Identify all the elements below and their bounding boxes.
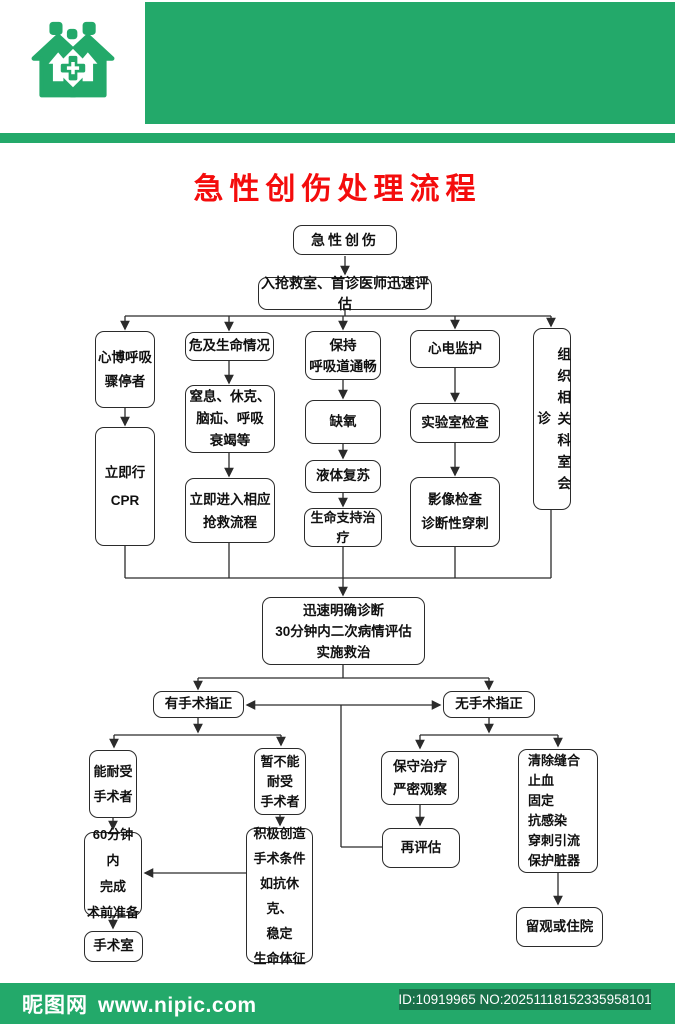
node-hypoxia: 缺氧 <box>305 400 381 444</box>
node-not-tolerate-surgery: 暂不能 耐受 手术者 <box>254 748 306 815</box>
node-life-threat: 危及生命情况 <box>185 332 274 361</box>
node-diagnosis: 迅速明确诊断 30分钟内二次病情评估 实施救治 <box>262 597 425 665</box>
page-title: 急性创伤处理流程 <box>193 173 482 206</box>
site-name: 昵图网 <box>22 994 88 1017</box>
node-surgery-indicated: 有手术指正 <box>153 691 244 718</box>
node-create-conditions: 积极创造 手术条件 如抗休克、 稳定 生命体征 <box>246 826 313 966</box>
node-conservative: 保守治疗 严密观察 <box>381 751 459 805</box>
node-start: 急性创伤 <box>293 225 397 255</box>
header-green-stripe <box>0 133 675 143</box>
image-id-badge: ID:10919965 NO:20251118152335958101 <box>398 989 652 1010</box>
node-ecg-monitor: 心电监护 <box>410 330 500 368</box>
node-no-surgery-indicated: 无手术指正 <box>443 691 535 718</box>
header-green-band <box>145 2 675 124</box>
node-airway: 保持 呼吸道通畅 <box>305 331 381 380</box>
node-consultation: 组织相关科室会诊 <box>533 328 571 510</box>
node-tolerate-surgery: 能耐受 手术者 <box>89 750 137 818</box>
node-prep-60min: 60分钟内 完成 术前准备 <box>84 827 142 920</box>
node-fluid-resuscitation: 液体复苏 <box>305 460 381 493</box>
node-operating-room: 手术室 <box>84 931 143 962</box>
node-critical-conditions: 窒息、休克、 脑疝、呼吸 衰竭等 <box>185 385 275 453</box>
logo-container <box>0 0 145 124</box>
footer-bar: 昵图网 www.nipic.com ID:10919965 NO:20251118… <box>0 983 675 1024</box>
site-url: www.nipic.com <box>98 994 257 1017</box>
node-wound-care: 清除缝合 止血 固定 抗感染 穿刺引流 保护脏器 <box>518 749 598 873</box>
node-reevaluate: 再评估 <box>382 828 460 868</box>
node-life-support: 生命支持治疗 <box>304 508 382 547</box>
node-cpr: 立即行 CPR <box>95 427 155 546</box>
node-lab-tests: 实验室检查 <box>410 403 500 443</box>
node-imaging: 影像检查 诊断性穿刺 <box>410 477 500 547</box>
hospital-logo-icon <box>31 21 114 98</box>
node-cardiac-arrest: 心博呼吸 骤停者 <box>95 331 155 408</box>
node-rescue-process: 立即进入相应 抢救流程 <box>185 478 275 543</box>
site-branding: 昵图网 www.nipic.com <box>22 989 257 1019</box>
node-triage: 入抢救室、首诊医师迅速评估 <box>258 275 432 312</box>
node-observe-admit: 留观或住院 <box>516 907 603 947</box>
